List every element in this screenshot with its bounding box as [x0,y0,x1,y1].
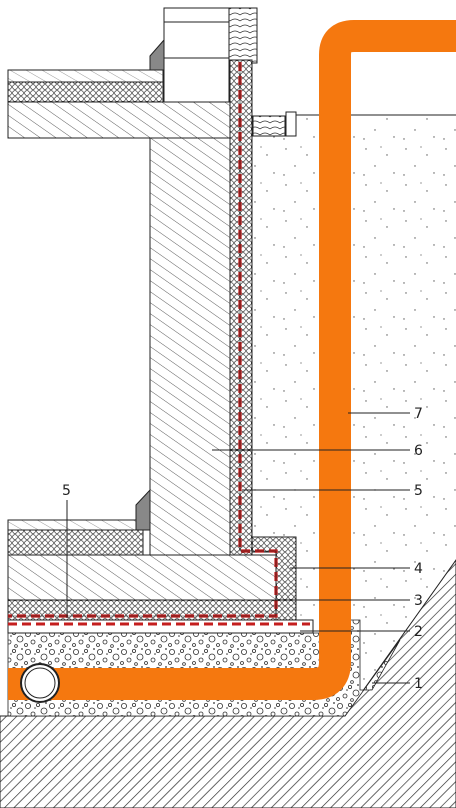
basement-wall [149,137,231,556]
basement-floor-insulation [7,529,144,556]
footing-slab [7,554,277,601]
drainage-pipe [8,20,456,700]
callout-2: 2 [414,624,423,640]
fixing-clamp [285,111,297,137]
callout-7: 7 [414,406,423,422]
wall-flashing-bottom [135,488,151,531]
facade-insulation [228,7,258,64]
callout-5-left: 5 [62,483,71,499]
callout-6: 6 [414,443,423,459]
upper-floor-screed [7,69,164,83]
wall-flashing-top [149,38,165,71]
callout-5-right: 5 [414,483,423,499]
upper-slab [7,101,231,139]
separation-layer [7,619,314,634]
callout-3: 3 [414,593,423,609]
callout-1: 1 [414,676,423,692]
callout-4: 4 [414,561,423,577]
basement-floor-screed [7,519,144,531]
upper-floor-insulation [7,81,164,103]
termination-strip [252,115,286,137]
